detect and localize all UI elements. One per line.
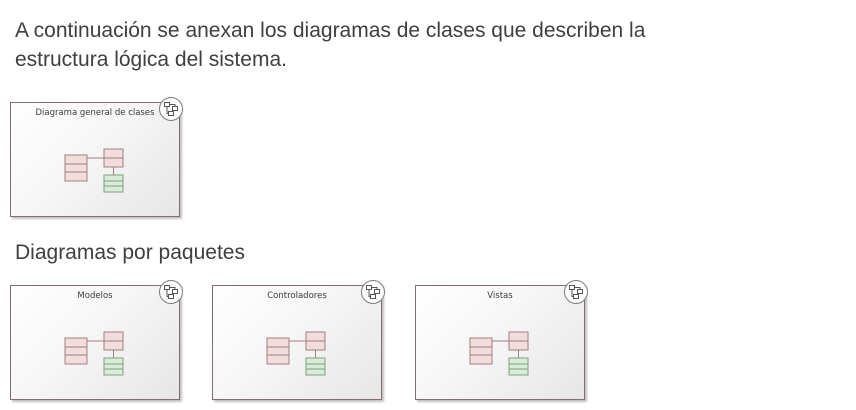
class-diagram-icon <box>469 331 529 376</box>
diagram-link-icon[interactable] <box>159 97 183 121</box>
diagram-link-icon[interactable] <box>159 280 183 304</box>
diagram-title: Vistas <box>487 291 513 301</box>
diagram-link-icon[interactable] <box>361 280 385 304</box>
diagram-card-general[interactable]: Diagrama general de clases <box>10 97 183 217</box>
class-diagram-icon <box>64 148 124 193</box>
diagram-title: Controladores <box>267 291 327 301</box>
diagram-card-modelos[interactable]: Modelos <box>10 280 183 400</box>
diagram-title: Modelos <box>77 291 113 301</box>
packages-heading: Diagramas por paquetes <box>15 241 245 264</box>
diagram-title: Diagrama general de clases <box>35 108 155 118</box>
diagram-card-controladores[interactable]: Controladores <box>212 280 385 400</box>
class-diagram-icon <box>64 331 124 376</box>
class-diagram-icon <box>266 331 326 376</box>
intro-paragraph: A continuación se anexan los diagramas d… <box>15 19 646 71</box>
diagram-link-icon[interactable] <box>564 280 588 304</box>
diagram-card-vistas[interactable]: Vistas <box>415 280 588 400</box>
